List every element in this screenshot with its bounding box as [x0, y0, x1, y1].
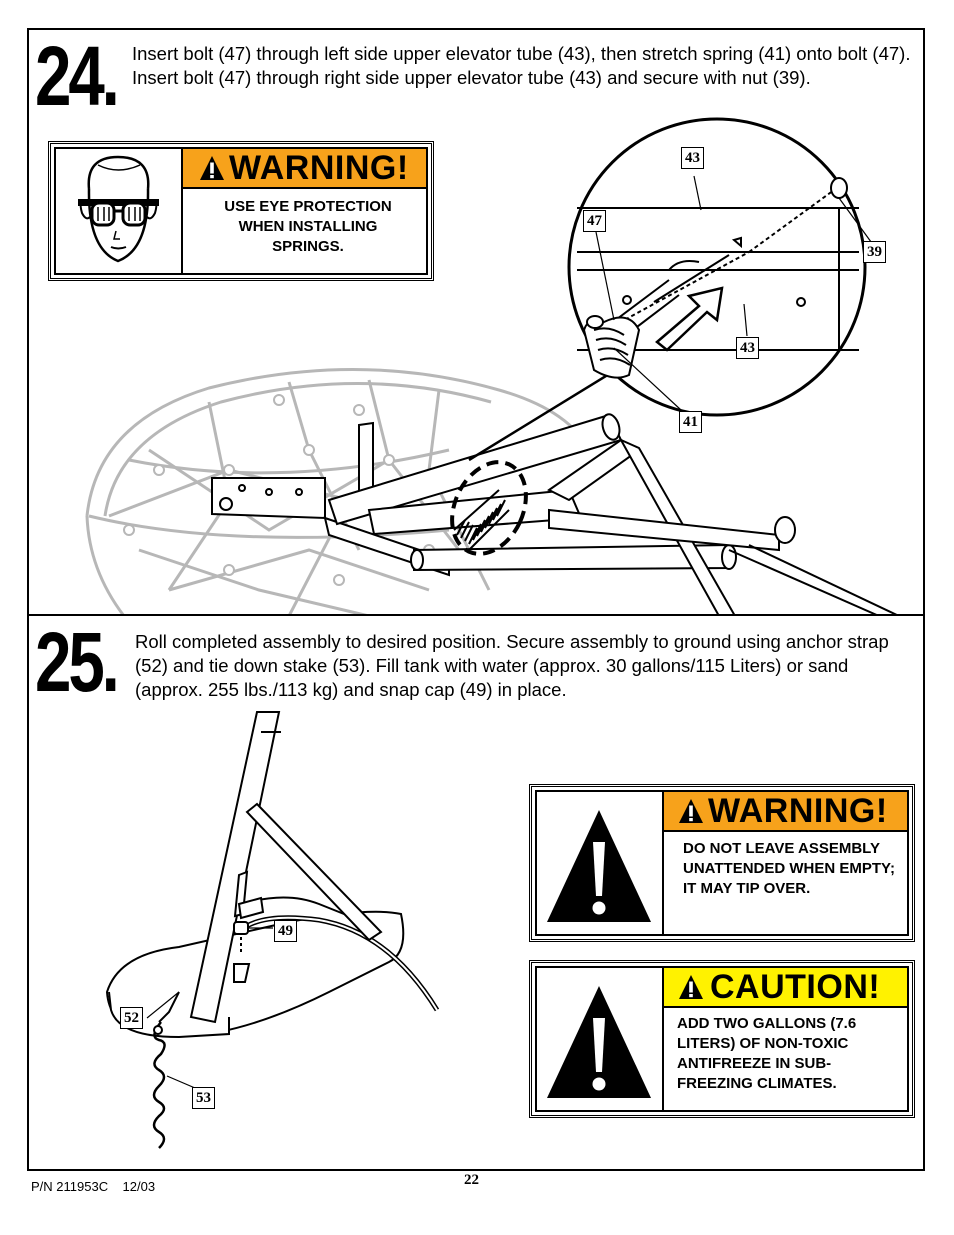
callout-53: 53 [192, 1087, 215, 1109]
exclamation-triangle-icon [537, 968, 664, 1110]
step-number: 24. [35, 29, 120, 123]
callout-49: 49 [274, 920, 297, 942]
caution-title: CAUTION! [710, 967, 881, 1006]
elevator-assembly-illustration [85, 117, 900, 616]
callout-47: 47 [583, 210, 606, 232]
caution-banner: CAUTION! [664, 968, 907, 1008]
page-number: 22 [464, 1172, 479, 1188]
warning-message: USE EYE PROTECTION WHEN INSTALLING SPRIN… [224, 198, 392, 255]
step-25-panel: 25. Roll completed assembly to desired p… [27, 614, 925, 1171]
callout-43: 43 [681, 147, 704, 169]
antifreeze-caution-label: CAUTION! ADD TWO GALLONS (7.6 LITERS) OF… [529, 960, 915, 1118]
warning-title: WARNING! [229, 148, 409, 187]
caution-message: ADD TWO GALLONS (7.6 LITERS) OF NON-TOXI… [677, 1015, 857, 1092]
part-number-value: P/N 211953C [31, 1179, 109, 1194]
warning-triangle-icon [200, 156, 224, 180]
base-anchoring-illustration [105, 711, 440, 1149]
warning-title: WARNING! [708, 791, 888, 830]
callout-39: 39 [863, 241, 886, 263]
step-instruction: Insert bolt (47) through left side upper… [132, 43, 911, 88]
warning-triangle-icon [679, 799, 703, 823]
safety-goggles-face-icon [56, 149, 183, 273]
exclamation-triangle-icon [537, 792, 664, 934]
callout-43: 43 [736, 337, 759, 359]
eye-protection-warning-label: WARNING! USE EYE PROTECTION WHEN INSTALL… [48, 141, 434, 281]
step-24-panel: 24. Insert bolt (47) through left side u… [27, 28, 925, 616]
callout-52: 52 [120, 1007, 143, 1029]
warning-banner: WARNING! [183, 149, 426, 189]
step-number: 25. [35, 615, 120, 709]
warning-banner: WARNING! [664, 792, 907, 832]
caution-triangle-icon [679, 975, 703, 999]
part-number: P/N 211953C 12/03 [31, 1179, 155, 1194]
warning-message: DO NOT LEAVE ASSEMBLY UNATTENDED WHEN EM… [683, 840, 895, 897]
callout-41: 41 [679, 411, 702, 433]
tip-over-warning-label: WARNING! DO NOT LEAVE ASSEMBLY UNATTENDE… [529, 784, 915, 942]
step-instruction: Roll completed assembly to desired posit… [135, 631, 889, 700]
revision-date: 12/03 [122, 1179, 156, 1194]
